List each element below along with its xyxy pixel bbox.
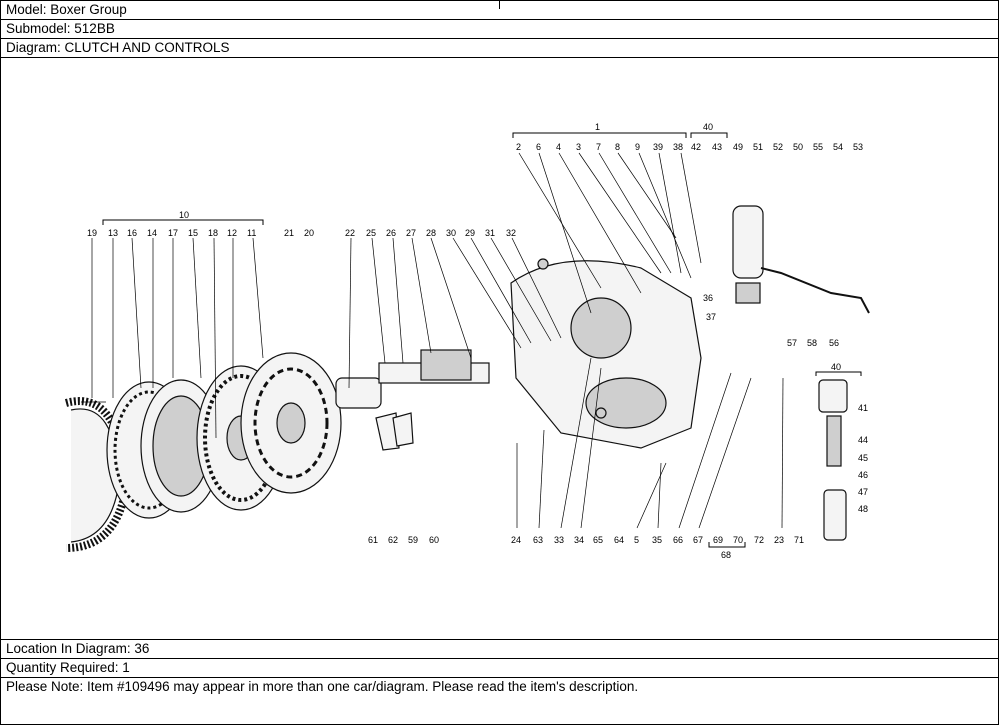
group-bracket-40-top	[690, 132, 728, 138]
label-29: 29	[465, 228, 475, 238]
label-59: 59	[408, 535, 418, 545]
label-69: 69	[713, 535, 723, 545]
label-3: 3	[576, 142, 581, 152]
group-bracket-1	[512, 132, 687, 138]
leader-lines	[91, 152, 784, 529]
label-5: 5	[634, 535, 639, 545]
label-61: 61	[368, 535, 378, 545]
label-20: 20	[304, 228, 314, 238]
label-31: 31	[485, 228, 495, 238]
label-63: 63	[533, 535, 543, 545]
label-32: 32	[506, 228, 516, 238]
label-30: 30	[446, 228, 456, 238]
label-41: 41	[858, 403, 868, 413]
label-56: 56	[829, 338, 839, 348]
label-16: 16	[127, 228, 137, 238]
label-25: 25	[366, 228, 376, 238]
label-26: 26	[386, 228, 396, 238]
label-48: 48	[858, 504, 868, 514]
label-66: 66	[673, 535, 683, 545]
group-bracket-10	[102, 219, 264, 225]
label-17: 17	[168, 228, 178, 238]
label-43: 43	[712, 142, 722, 152]
label-51: 51	[753, 142, 763, 152]
label-7: 7	[596, 142, 601, 152]
label-22: 22	[345, 228, 355, 238]
label-35: 35	[652, 535, 662, 545]
label-28: 28	[426, 228, 436, 238]
label-71: 71	[794, 535, 804, 545]
label-62: 62	[388, 535, 398, 545]
label-50: 50	[793, 142, 803, 152]
label-34: 34	[574, 535, 584, 545]
label-8: 8	[615, 142, 620, 152]
label-2: 2	[516, 142, 521, 152]
label-52: 52	[773, 142, 783, 152]
bell-housing-drawing	[510, 258, 702, 449]
label-group-10: 10	[179, 210, 189, 220]
label-67: 67	[693, 535, 703, 545]
label-11: 11	[247, 228, 256, 238]
label-37: 37	[706, 312, 716, 322]
diagram-title-row: Diagram: CLUTCH AND CONTROLS	[1, 39, 999, 58]
label-72: 72	[754, 535, 764, 545]
label-33: 33	[554, 535, 564, 545]
label-65: 65	[593, 535, 603, 545]
label-57: 57	[787, 338, 797, 348]
label-9: 9	[635, 142, 640, 152]
label-44: 44	[858, 435, 868, 445]
header-divider-notch	[499, 1, 500, 9]
label-23: 23	[774, 535, 784, 545]
label-42: 42	[691, 142, 701, 152]
release-fork-drawing	[375, 412, 414, 451]
model-row: Model: Boxer Group	[1, 1, 999, 20]
label-group-40-top: 40	[703, 122, 713, 132]
label-54: 54	[833, 142, 843, 152]
label-47: 47	[858, 487, 868, 497]
label-58: 58	[807, 338, 817, 348]
group-bracket-40-side	[815, 371, 862, 376]
label-group-68: 68	[721, 550, 731, 560]
label-12: 12	[227, 228, 237, 238]
label-13: 13	[108, 228, 118, 238]
label-19: 19	[87, 228, 97, 238]
label-49: 49	[733, 142, 743, 152]
quantity-row: Quantity Required: 1	[1, 659, 999, 678]
label-46: 46	[858, 470, 868, 480]
label-55: 55	[813, 142, 823, 152]
label-18: 18	[208, 228, 218, 238]
label-group-1: 1	[595, 122, 600, 132]
slave-cylinder-drawing	[732, 205, 870, 541]
exploded-parts-diagram: 10 1 40 40 68 19 13 16 14 17 15 18 12 11…	[1, 58, 999, 640]
label-60: 60	[429, 535, 439, 545]
submodel-row: Submodel: 512BB	[1, 20, 999, 39]
group-bracket-68	[708, 542, 746, 548]
label-21: 21	[284, 228, 294, 238]
label-24: 24	[511, 535, 521, 545]
label-27: 27	[406, 228, 416, 238]
clutch-plates-drawing	[106, 352, 342, 519]
label-53: 53	[853, 142, 863, 152]
clutch-diagram-svg: 10 1 40 40 68 19 13 16 14 17 15 18 12 11…	[64, 122, 870, 560]
label-4: 4	[556, 142, 561, 152]
label-64: 64	[614, 535, 624, 545]
location-row: Location In Diagram: 36	[1, 640, 999, 659]
note-row: Please Note: Item #109496 may appear in …	[6, 679, 639, 694]
label-6: 6	[536, 142, 541, 152]
label-70: 70	[733, 535, 743, 545]
label-14: 14	[147, 228, 157, 238]
label-group-40-side: 40	[831, 362, 841, 372]
label-39: 39	[653, 142, 663, 152]
label-36: 36	[703, 293, 713, 303]
label-15: 15	[188, 228, 198, 238]
label-38: 38	[673, 142, 683, 152]
label-45: 45	[858, 453, 868, 463]
